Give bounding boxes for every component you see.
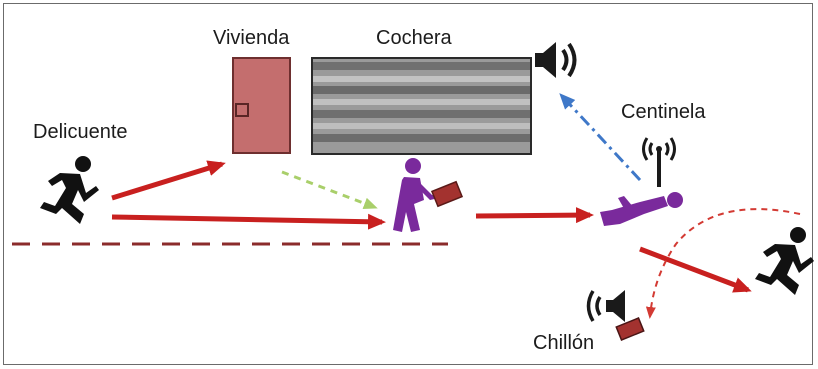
arrow-green-dashed <box>281 170 378 210</box>
running-thief-icon <box>40 156 99 224</box>
worker-with-bag-icon <box>393 158 464 232</box>
fallen-worker-icon <box>600 192 683 226</box>
arrow-thief-to-garage <box>111 213 386 230</box>
garage-icon <box>311 57 532 155</box>
siren-speaker-icon <box>586 290 645 341</box>
label-vivienda: Vivienda <box>213 27 290 49</box>
arrow-sentinel-to-escape <box>639 246 752 293</box>
wifi-signal-icon <box>642 137 676 187</box>
arrow-signal-to-speaker <box>559 93 642 182</box>
arrow-thief-to-house <box>111 160 226 201</box>
label-chillon: Chillón <box>533 332 595 354</box>
label-delincuente: Delicuente <box>33 121 128 143</box>
label-cochera: Cochera <box>376 27 452 49</box>
label-centinela: Centinela <box>621 101 706 123</box>
arrow-worker-to-sentinel <box>475 207 594 224</box>
speaker-icon <box>535 42 577 78</box>
running-escapee-icon <box>755 227 814 295</box>
door-icon <box>232 57 291 154</box>
